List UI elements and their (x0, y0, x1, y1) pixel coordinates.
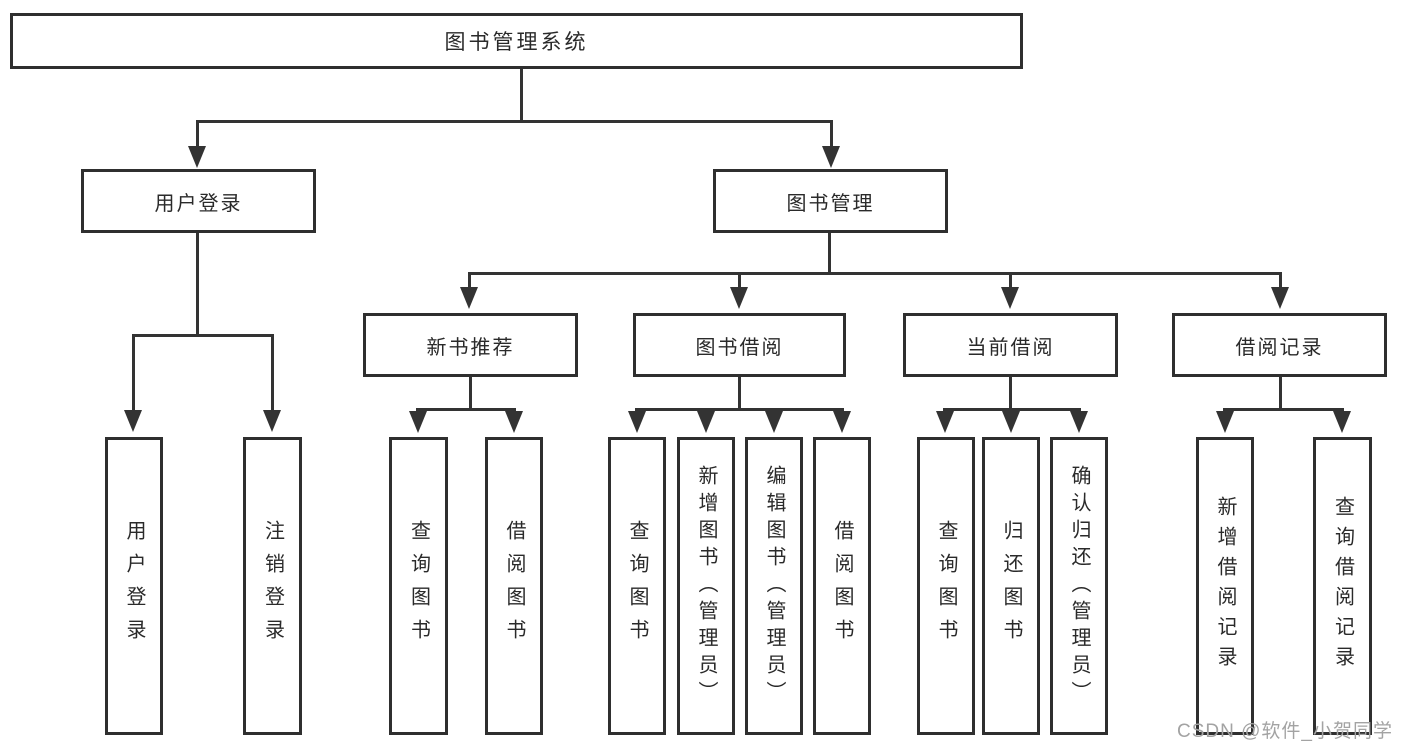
arrowhead-down-icon (1001, 287, 1019, 309)
connector-line (468, 272, 471, 288)
arrowhead-down-icon (833, 411, 851, 433)
arrowhead-down-icon (628, 411, 646, 433)
connector-line (416, 408, 516, 411)
node-label: 借阅记录 (1235, 336, 1324, 359)
connector-line (196, 120, 833, 123)
connector-line (132, 334, 274, 337)
node-root: 图书管理系统 (10, 13, 1023, 69)
leaf-label: 用户登录 (123, 520, 145, 652)
connector-line (828, 233, 831, 272)
node-user-login: 用户登录 (81, 169, 316, 233)
node-book-management: 图书管理 (713, 169, 948, 233)
arrowhead-down-icon (124, 410, 142, 432)
leaf-label: 借阅图书 (831, 520, 853, 652)
leaf-label: 查询借阅记录 (1331, 496, 1354, 676)
leaf-return-books: 归还图书 (982, 437, 1040, 735)
node-book-borrow: 图书借阅 (633, 313, 846, 377)
leaf-label: 查询图书 (626, 520, 648, 652)
arrowhead-down-icon (822, 146, 840, 168)
leaf-label: 归还图书 (1000, 520, 1022, 652)
leaf-confirm-return-admin: 确认归还（管理员） (1050, 437, 1108, 735)
node-current-borrow: 当前借阅 (903, 313, 1118, 377)
arrowhead-down-icon (1070, 411, 1088, 433)
leaf-label: 借阅图书 (503, 520, 525, 652)
leaf-add-borrow-record: 新增借阅记录 (1196, 437, 1254, 735)
connector-line (468, 272, 1282, 275)
connector-line (1279, 377, 1282, 408)
node-label: 当前借阅 (966, 336, 1055, 359)
leaf-borrow-books-borrow: 借阅图书 (813, 437, 871, 735)
arrowhead-down-icon (1002, 411, 1020, 433)
arrowhead-down-icon (1216, 411, 1234, 433)
leaf-label: 编辑图书（管理员） (763, 464, 785, 708)
leaf-edit-books-admin: 编辑图书（管理员） (745, 437, 803, 735)
leaf-query-books-recommend: 查询图书 (389, 437, 448, 735)
connector-line (635, 408, 844, 411)
leaf-query-borrow-record: 查询借阅记录 (1313, 437, 1372, 735)
connector-line (738, 377, 741, 408)
arrowhead-down-icon (1271, 287, 1289, 309)
leaf-label: 查询图书 (407, 520, 430, 652)
leaf-borrow-books-recommend: 借阅图书 (485, 437, 543, 735)
arrowhead-down-icon (188, 146, 206, 168)
leaf-logout: 注销登录 (243, 437, 302, 735)
arrowhead-down-icon (730, 287, 748, 309)
arrowhead-down-icon (697, 411, 715, 433)
leaf-label: 注销登录 (261, 520, 284, 652)
arrowhead-down-icon (1333, 411, 1351, 433)
leaf-label: 确认归还（管理员） (1068, 464, 1090, 708)
arrowhead-down-icon (460, 287, 478, 309)
arrowhead-down-icon (263, 410, 281, 432)
arrowhead-down-icon (409, 411, 427, 433)
connector-line (1009, 272, 1012, 288)
connector-line (132, 334, 135, 412)
leaf-label: 查询图书 (935, 520, 957, 652)
connector-line (738, 272, 741, 288)
arrowhead-down-icon (765, 411, 783, 433)
node-label: 用户登录 (154, 192, 243, 215)
node-borrow-records: 借阅记录 (1172, 313, 1387, 377)
connector-line (271, 334, 274, 412)
node-label: 新书推荐 (426, 336, 515, 359)
connector-line (1279, 272, 1282, 288)
leaf-query-books-borrow: 查询图书 (608, 437, 666, 735)
leaf-add-books-admin: 新增图书（管理员） (677, 437, 735, 735)
node-new-book-recommend: 新书推荐 (363, 313, 578, 377)
connector-line (1009, 377, 1012, 408)
connector-line (196, 233, 199, 334)
node-label: 图书管理系统 (444, 31, 589, 54)
watermark: CSDN @软件_小贺同学 (1177, 721, 1393, 742)
leaf-user-login: 用户登录 (105, 437, 163, 735)
node-label: 图书借阅 (695, 336, 784, 359)
connector-line (469, 377, 472, 408)
leaf-query-books-current: 查询图书 (917, 437, 975, 735)
node-label: 图书管理 (786, 192, 875, 215)
connector-line (196, 120, 199, 148)
arrowhead-down-icon (505, 411, 523, 433)
leaf-label: 新增图书（管理员） (695, 464, 717, 708)
arrowhead-down-icon (936, 411, 954, 433)
connector-line (1223, 408, 1344, 411)
connector-line (830, 120, 833, 148)
connector-line (943, 408, 1081, 411)
connector-line (520, 69, 523, 120)
leaf-label: 新增借阅记录 (1214, 496, 1236, 676)
